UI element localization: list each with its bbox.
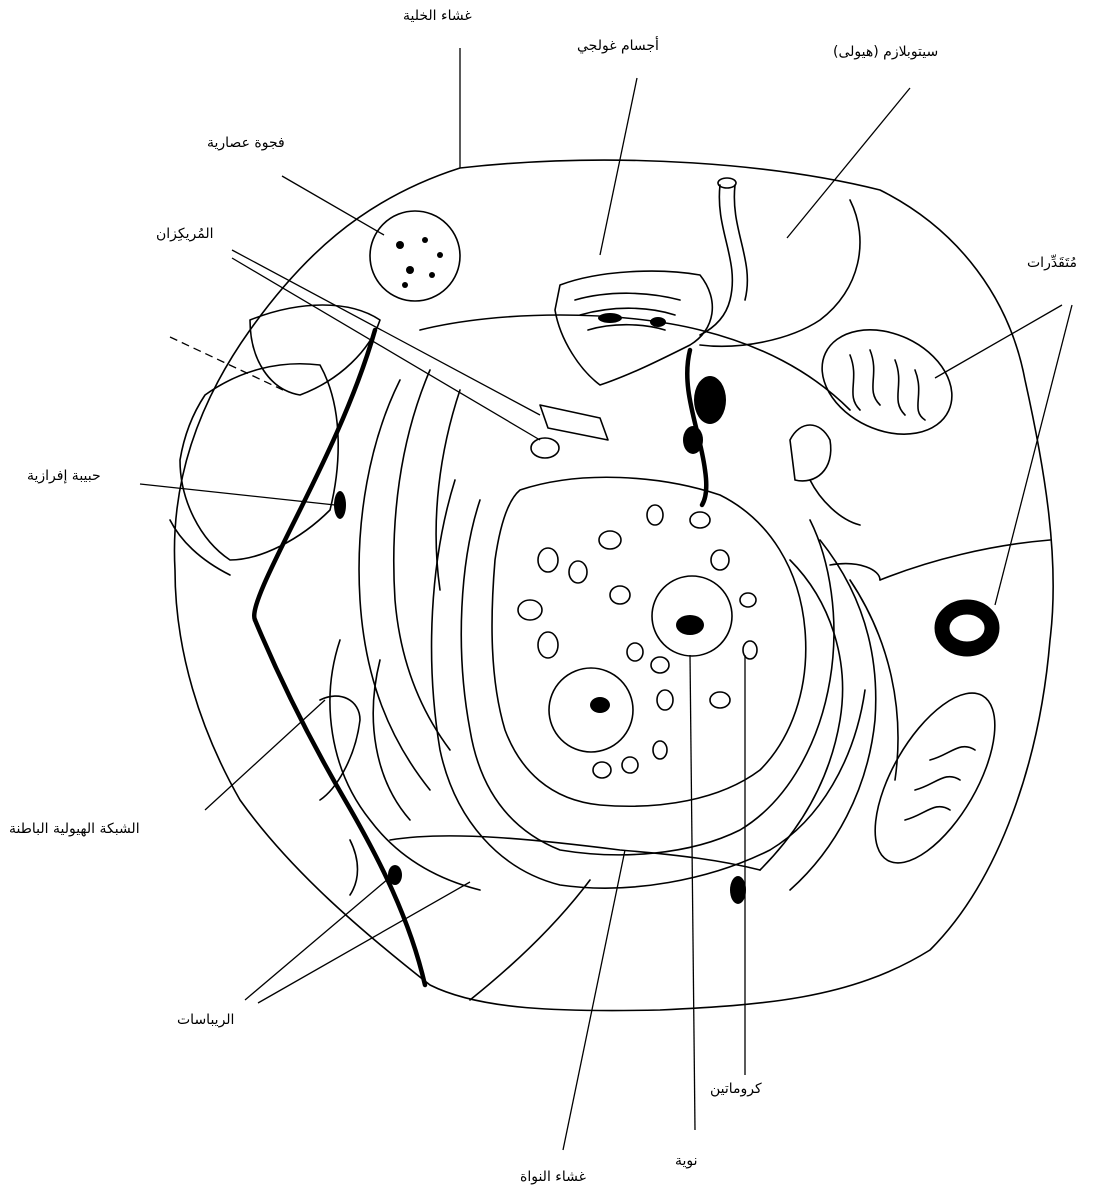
- leader-ribosomes-2: [258, 882, 470, 1003]
- er-region: [470, 880, 590, 1000]
- cytoplasm-tube: [734, 185, 747, 300]
- label-ribosomes: الريباسات: [177, 1011, 234, 1029]
- cell-compartment: [830, 564, 880, 580]
- label-secretory-granule: حبيبة إفرازية: [27, 467, 101, 485]
- er-region: [700, 200, 860, 346]
- label-nucleolus: نوية: [675, 1152, 698, 1170]
- leader-centriole-1: [232, 250, 540, 415]
- er-thick-line: [255, 620, 425, 985]
- mitochondrion: [805, 310, 969, 454]
- golgi-granule: [650, 317, 666, 327]
- label-cytoplasm: سيتوبلازم (هيولى): [833, 43, 938, 61]
- label-centrioles: المُريكِزان: [156, 225, 214, 243]
- label-chromatin: كروماتين: [710, 1080, 762, 1098]
- cell-membrane-outline: [174, 160, 1053, 1010]
- label-nuclear-membrane: غشاء النواة: [520, 1168, 586, 1186]
- cell-compartment: [180, 364, 338, 560]
- leader-nucleolus: [690, 655, 695, 1130]
- er-layer: [394, 370, 450, 750]
- cell-compartment: [810, 480, 860, 525]
- ribosome-cluster: [388, 865, 402, 885]
- mitochondrion-cristae: [850, 350, 925, 420]
- label-vacuole: فجوة عصارية: [207, 134, 285, 152]
- er-layer: [373, 660, 410, 820]
- vacuole: [370, 211, 460, 301]
- er-layer: [330, 640, 480, 890]
- leader-mitochondria-1: [935, 305, 1062, 378]
- leader-mitochondria-2: [995, 305, 1072, 605]
- nuclear-envelope-line: [461, 500, 834, 855]
- er-layer: [436, 390, 460, 590]
- chromatin-clump: [730, 876, 746, 904]
- nuclear-envelope-line: [432, 480, 865, 888]
- leader-vacuole: [282, 176, 384, 235]
- er-region: [420, 315, 850, 410]
- cell-compartment: [320, 696, 360, 800]
- chromatin-clump: [683, 426, 703, 454]
- er-thick-line: [254, 330, 375, 620]
- golgi-cisterna: [580, 308, 675, 315]
- cytoplasm-tube: [700, 185, 732, 335]
- leader-er: [205, 700, 325, 810]
- label-mitochondria: مُتَقَدِّرات: [1027, 254, 1077, 272]
- er-layer: [850, 580, 898, 780]
- secretory-granule: [334, 491, 346, 519]
- golgi-cisterna: [575, 293, 680, 300]
- nucleolus-detail: [590, 697, 610, 713]
- label-endoplasmic-reticulum: الشبكة الهيولية الباطنة: [9, 820, 140, 838]
- nucleolus: [549, 668, 633, 752]
- leader-golgi: [600, 78, 637, 255]
- label-cell-membrane: غشاء الخلية: [403, 7, 472, 25]
- chromatin-clump: [694, 376, 726, 424]
- er-region: [880, 540, 1050, 580]
- leader-cytoplasm: [787, 88, 910, 238]
- label-golgi: أجسام غولجي: [577, 37, 659, 55]
- golgi-granule: [598, 313, 622, 323]
- leader-nuclear-membrane: [563, 850, 625, 1150]
- centriole: [540, 405, 608, 440]
- cell-compartment: [350, 840, 358, 895]
- nucleolus-detail: [676, 615, 704, 635]
- er-layer: [790, 540, 876, 890]
- cell-compartment: [790, 425, 831, 481]
